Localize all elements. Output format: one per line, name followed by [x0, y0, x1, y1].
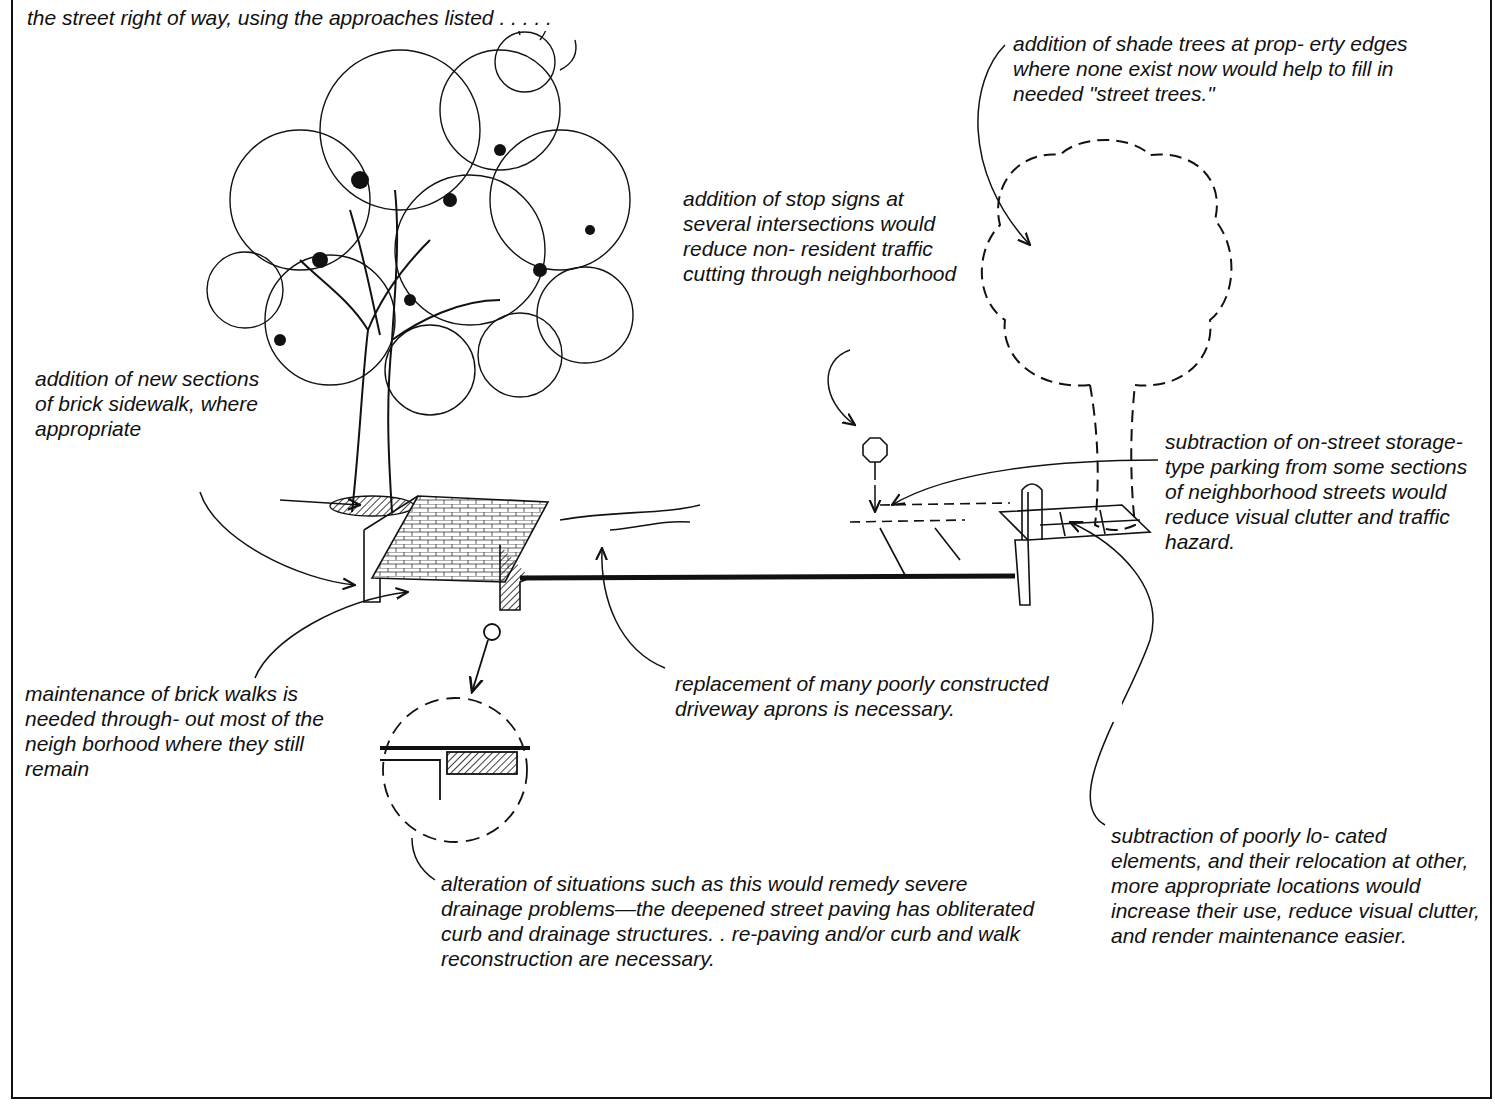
annotation-note: replacement of many poorly constructed d… — [672, 670, 1122, 722]
annotation-note: subtraction of on-street storage-type pa… — [1162, 428, 1486, 555]
annotation-note: addition of stop signs at several inters… — [680, 185, 975, 287]
curb-detail — [380, 624, 530, 842]
frame — [12, 0, 1491, 1098]
street-section — [364, 438, 1150, 610]
leader-lines — [200, 45, 1158, 880]
annotation-note: the street right of way, using the appro… — [24, 4, 924, 31]
annotation-note: alteration of situations such as this wo… — [438, 870, 1038, 972]
annotation-note: addition of shade trees at prop- erty ed… — [1010, 30, 1450, 107]
annotation-note: subtraction of poorly lo- cated elements… — [1108, 822, 1486, 949]
annotation-note: maintenance of brick walks is needed thr… — [22, 680, 342, 782]
annotation-note: addition of new sections of brick sidewa… — [32, 365, 282, 442]
